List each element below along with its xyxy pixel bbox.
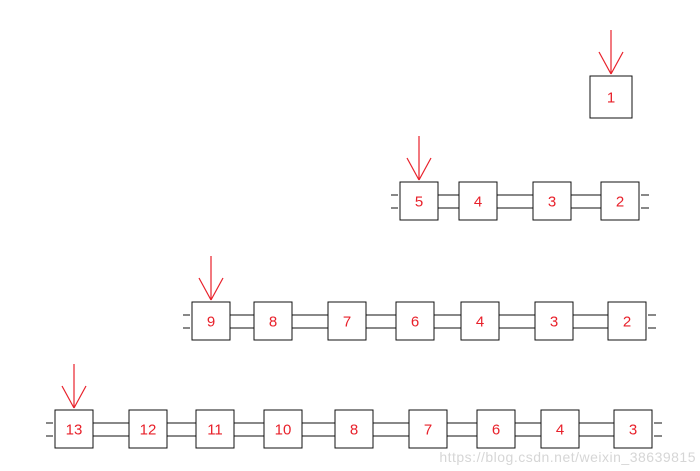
node-label: 11 <box>207 422 223 439</box>
node-box <box>476 409 516 449</box>
node-label: 8 <box>269 314 277 331</box>
node-label: 6 <box>492 422 500 439</box>
node-box <box>395 301 435 341</box>
node-box <box>327 301 367 341</box>
watermark-text: https://blog.csdn.net/weixin_38639815 <box>439 449 696 465</box>
head-pointer-arrow <box>61 364 87 409</box>
list-node: 6 <box>395 301 435 341</box>
node-box <box>589 75 633 119</box>
node-box <box>334 409 374 449</box>
list-node: 5 <box>399 181 439 221</box>
row-1: 1 <box>589 30 633 119</box>
list-node: 3 <box>534 301 574 341</box>
list-node: 3 <box>532 181 572 221</box>
node-label: 9 <box>207 314 215 331</box>
node-box <box>458 181 498 221</box>
node-label: 10 <box>275 422 292 439</box>
node-label: 7 <box>343 314 351 331</box>
node-box <box>253 301 293 341</box>
node-label: 12 <box>140 422 157 439</box>
node-box <box>540 409 580 449</box>
list-node: 8 <box>253 301 293 341</box>
node-label: 4 <box>476 314 484 331</box>
node-label: 3 <box>548 194 556 211</box>
node-label: 7 <box>424 422 432 439</box>
node-box <box>600 181 640 221</box>
list-node: 11 <box>195 409 235 449</box>
list-node: 7 <box>327 301 367 341</box>
list-node: 10 <box>263 409 303 449</box>
node-label: 3 <box>629 422 637 439</box>
node-box <box>534 301 574 341</box>
node-box <box>613 409 653 449</box>
list-node: 3 <box>613 409 653 449</box>
node-label: 13 <box>66 422 83 439</box>
list-node: 2 <box>607 301 647 341</box>
list-node: 13 <box>54 409 94 449</box>
head-pointer-arrow <box>598 30 624 75</box>
node-label: 3 <box>550 314 558 331</box>
head-pointer-arrow <box>198 256 224 301</box>
head-pointer-arrow <box>406 136 432 181</box>
node-box <box>532 181 572 221</box>
list-node: 4 <box>458 181 498 221</box>
node-label: 5 <box>415 194 423 211</box>
list-node: 2 <box>600 181 640 221</box>
node-box <box>408 409 448 449</box>
row-2: 5 4 3 2 <box>391 136 649 221</box>
node-box <box>128 409 168 449</box>
node-box <box>54 409 94 449</box>
node-box <box>607 301 647 341</box>
node-label: 1 <box>607 90 615 107</box>
node-box <box>460 301 500 341</box>
node-box <box>399 181 439 221</box>
list-node: 7 <box>408 409 448 449</box>
node-label: 8 <box>350 422 358 439</box>
node-label: 6 <box>411 314 419 331</box>
node-label: 4 <box>474 194 482 211</box>
node-box <box>191 301 231 341</box>
node-label: 2 <box>623 314 631 331</box>
row-3: 9 8 7 6 4 3 2 <box>183 256 656 341</box>
node-label: 4 <box>556 422 564 439</box>
row-4: 13 12 11 10 8 7 6 4 3 <box>46 364 662 449</box>
list-node: 12 <box>128 409 168 449</box>
list-node: 9 <box>191 301 231 341</box>
list-node: 4 <box>460 301 500 341</box>
node-box <box>263 409 303 449</box>
list-node: 4 <box>540 409 580 449</box>
list-node: 8 <box>334 409 374 449</box>
node-box <box>195 409 235 449</box>
list-node: 1 <box>589 75 633 119</box>
node-label: 2 <box>616 194 624 211</box>
list-node: 6 <box>476 409 516 449</box>
